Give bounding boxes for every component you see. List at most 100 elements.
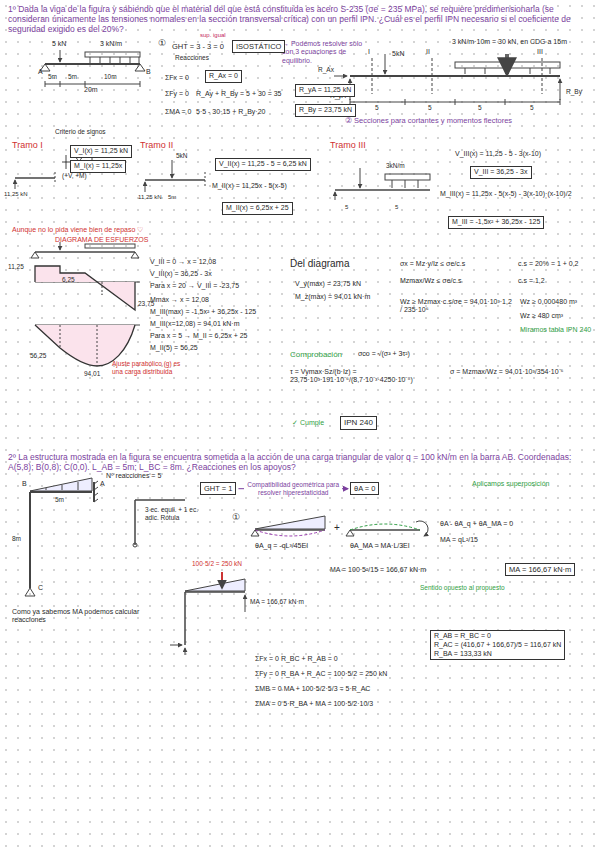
result-box: M_II(x) = 6,25x + 25 [222,202,293,215]
note-text: Nº reacciones = 5 [106,472,161,480]
note-text: MA = 100·5²/15 = 166,67 kN·m [330,566,426,574]
note-text: ΣMA = 0 5·R_BA + MA = 100·5/2·10/3 [255,700,373,708]
note-text: Tramo II [140,140,173,151]
note-text: 5 [478,104,482,112]
note-text: M_z(max) = 94,01 kN·m [295,293,370,301]
result-text: ISOSTÁTICO [236,42,281,51]
note-text: → Podemos resolver sólo con 3 ecuaciones… [282,40,370,65]
result-text: R_Ax = 0 [209,72,238,81]
note-text: V_III(x) = 36,25 - 3x [150,270,212,278]
note-text: MA = 166,67 kN·m [250,598,304,606]
note-text: M_III(max) = -1,5x² + 36,25x - 125 [150,308,256,316]
note-text: 5 [530,104,534,112]
result-text: R_AC = (416,67 + 166,67)/5 = 116,67 kN [434,641,561,650]
note-text: Del diagrama [290,258,349,270]
note-text: ΣMA = 0 [165,108,191,116]
result-text: R_By = 23,75 kN [299,106,352,115]
note-text: Wz ≥ 480 cm³ [520,312,563,320]
note-text: C [38,584,43,592]
note-text: Aplicamos superposición [472,480,582,488]
note-text: θA - θA_q + θA_MA = 0 [440,520,513,528]
note-text: 5m [55,496,64,504]
note-text: ΣFy = 0 R_BA + R_AC = 100·5/2 = 250 kN [255,670,387,678]
result-text: V_II(x) = 11,25 - 5 = 6,25 kN [219,160,307,169]
result-text: M_I(x) = 11,25x [74,162,122,171]
note-text: R_By [566,88,582,96]
note-text: θA_MA = MA·L/3EI [350,542,410,550]
result-text: θA = 0 [354,484,375,493]
note-text: 5 [395,204,398,211]
result-box: IPN 240 [340,416,377,430]
note-text: R_Ax [318,66,334,74]
note-text: 5·5 - 30·15 + R_By·20 [196,108,265,116]
note-text: 5m [68,73,77,81]
note-text: 5 kN [52,40,66,48]
result-text: V_III = 36,25 - 3x [474,168,528,177]
note-text: 3kN/m [386,162,405,170]
note-text: II [426,48,430,56]
result-box: θA = 0 [350,482,379,495]
note-text: ① [232,512,240,523]
note-text: 94,01 [84,370,100,378]
note-text: M_II(5) = 56,25 [150,344,198,352]
note-text: Para x = 20 → V_III = -23,75 [150,282,239,290]
note-text: σco = √(σ² + 3τ²) [358,350,410,358]
note-text: 6,25 [62,276,75,284]
result-text: IPN 240 [344,418,373,428]
result-text: V_I(x) = 11,25 kN [74,147,128,156]
note-text: 5 [428,104,432,112]
note-text: ① [158,38,166,49]
result-text: R_AB = R_BC = 0 [434,632,561,641]
note-text: Wz ≥ Mzmax·c.s/σe = 94,01·10³·1,2 / 235·… [400,298,515,315]
note-text: 5m [168,194,176,201]
note-text: ΣFy = 0 [165,90,189,98]
note-text: III [537,48,543,56]
note-text: DIAGRAMA DE ESFUERZOS [55,236,148,244]
result-box: R_Ax = 0 [205,70,242,83]
edge-label: Compatibilidad geométrica para resolver … [244,481,342,497]
note-text: Comprobación [290,350,342,360]
result-text: R_yA = 11,25 kN [299,86,351,95]
note-text: 5kN [392,50,404,58]
note-text: 11,25 kN [138,194,162,201]
note-text: Tramo III [330,140,366,151]
note-text: V_III = 0 → x = 12,08 [150,258,216,266]
note-text: 5m [48,73,57,81]
note-text: Miramos tabla IPN 240 [520,326,591,334]
note-text: M_III(x) = 11,25x - 5(x-5) - 3(x-10)·(x-… [440,190,590,198]
result-box: MA = 166,67 kN·m [505,563,575,576]
note-text: V_III(x) = 11,25 - 5 - 3(x-10) [455,150,541,158]
note-text: 11,25 [8,263,24,271]
result-text: MA = 166,67 kN·m [509,565,571,574]
note-text: 5kN [176,152,188,160]
note-text: A [100,480,105,488]
note-text: (+V, +M) [62,172,87,180]
note-text: Aunque no lo pida viene bien de repaso ♡ [12,226,143,234]
note-text: A [38,68,43,76]
result-box: V_III = 36,25 - 3x [470,166,532,179]
note-text: θA_q = -qL³/45EI [255,542,308,550]
result-box: R_By = 23,75 kN [295,104,356,117]
result-box: ISOSTÁTICO [232,40,285,53]
note-text: c.s = 1,2 [518,277,545,285]
note-text: 3 ec. equil. + 1 ec. adic. Rótula [145,506,205,522]
note-text: R_Ay + R_By = 5 + 30 = 35 [196,90,281,98]
result-box: V_II(x) = 11,25 - 5 = 6,25 kN [215,158,311,171]
note-text: τ = Vymax·Sz/(b·Iz) = 23,75·10³·191·10⁻⁶… [290,368,440,385]
note-text: Sentido opuesto al propuesto [420,584,505,592]
result-box: GHT = 1 [200,482,236,495]
note-text: σx = Mz·y/Iz ≤ σe/c.s [400,260,465,268]
note-text: Ajuste parabólico (g) es una carga distr… [112,360,190,376]
note-text: 2º La estructura mostrada en la figura s… [8,452,593,472]
note-text: V_y(max) = 23,75 kN [295,280,361,288]
result-box: M_III = -1,5x² + 36,25x - 125 [448,216,544,229]
note-text: MA = qL²/15 [440,536,478,544]
note-text: + [334,522,340,534]
note-text: Como ya sabemos MA podemos calcular reac… [12,608,162,625]
note-text: 5 [375,104,379,112]
note-text: Tramo I [12,140,43,151]
note-text: 5 [345,204,348,211]
note-text: 3 kN/m [100,40,122,48]
note-text: Criterio de signos [55,128,106,136]
